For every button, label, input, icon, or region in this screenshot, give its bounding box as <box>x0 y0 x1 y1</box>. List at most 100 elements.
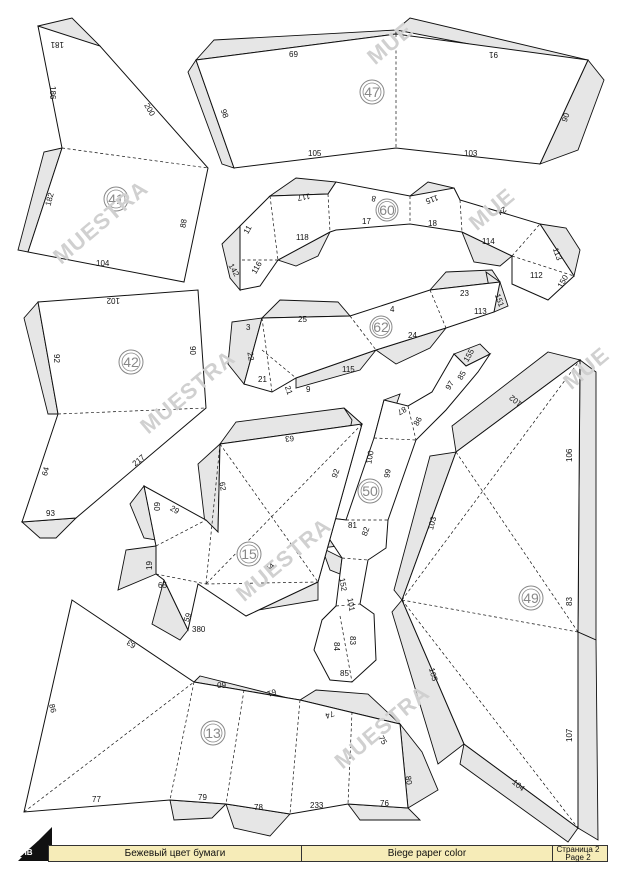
piece-42-label: 64 <box>40 465 51 476</box>
piece-47-label: 105 <box>308 149 322 158</box>
piece-15-label: 63 <box>284 434 294 444</box>
piece-47-label: 98 <box>219 108 231 120</box>
piece-50-label: 83 <box>348 636 357 645</box>
piece-60-label: 112 <box>530 271 543 280</box>
piece-50-number-badge: 50 <box>357 478 383 504</box>
paper-color-en: Biege paper color <box>387 848 467 859</box>
piece-50-label: 82 <box>360 525 372 537</box>
piece-50-label: 152 <box>337 577 348 592</box>
svg-text:60: 60 <box>379 202 395 218</box>
piece-62-label: 9 <box>306 385 311 394</box>
piece-60-number-badge: 60 <box>375 198 399 222</box>
svg-text:47: 47 <box>364 84 380 100</box>
svg-text:15: 15 <box>241 546 257 562</box>
piece-60-label: 118 <box>296 233 309 242</box>
piece-15-label: 62 <box>217 481 228 492</box>
piece-49: 102 106 103 83 105 107 104 49 <box>391 351 599 843</box>
svg-text:13: 13 <box>205 725 221 741</box>
piece-42-label: 93 <box>46 509 55 518</box>
piece-41: 181 186 200 182 88 104 41 <box>17 17 209 283</box>
piece-13-label: 61 <box>266 687 278 699</box>
paper-color-bar: Бежевый цвет бумаги Biege paper color Ст… <box>48 845 608 862</box>
piece-15-number-badge: 15 <box>236 541 262 567</box>
piece-62-label: 151 <box>493 293 506 309</box>
page-label-ru: Страница 2 <box>556 845 600 854</box>
paper-color-ru: Бежевый цвет бумаги <box>124 848 226 859</box>
svg-text:49: 49 <box>523 590 539 606</box>
piece-13-body <box>23 599 409 815</box>
piece-15-label: 60 <box>152 502 161 511</box>
footer-bar: Бежевый цвет бумаги Biege paper color Ст… <box>18 843 608 863</box>
svg-text:42: 42 <box>123 354 139 370</box>
piece-60-label: 113 <box>551 247 564 263</box>
svg-text:41: 41 <box>108 191 124 207</box>
corner-label: НВ <box>21 848 33 857</box>
piece-42-label: 102 <box>106 296 120 305</box>
piece-15-label: 59 <box>182 611 194 623</box>
piece-62-label: 25 <box>298 315 307 324</box>
piece-60-label: 8 <box>370 194 376 204</box>
corner-marker: НВ <box>18 827 52 863</box>
piece-62: 25 4 23 151 113 3 22 24 115 21 21 9 62 <box>227 269 509 397</box>
piece-62-label: 22 <box>245 351 256 362</box>
piece-47-label: 69 <box>289 49 298 58</box>
piece-50-label: 100 <box>364 449 375 464</box>
piece-62-label: 115 <box>342 365 355 374</box>
piece-49-body <box>401 359 581 829</box>
piece-41-label: 182 <box>44 191 56 207</box>
piece-62-label: 24 <box>408 331 417 340</box>
piece-41-label: 88 <box>178 218 189 229</box>
piece-47-label: 90 <box>560 111 572 123</box>
piece-49-label: 103 <box>426 515 438 531</box>
piece-60-label: 115 <box>424 193 440 206</box>
piece-50-label: 99 <box>382 468 393 479</box>
piece-13-label: 77 <box>92 795 101 804</box>
piece-41-label: 104 <box>96 259 110 268</box>
piece-62-label: 21 <box>283 385 295 397</box>
page-label-en: Page 2 <box>565 852 591 862</box>
piece-49-tab <box>577 359 597 641</box>
piece-13-label: 80 <box>403 775 414 786</box>
piece-42: 102 92 90 217 64 93 42 <box>20 289 207 539</box>
piece-15-label: 92 <box>330 467 342 479</box>
piece-13-label: 76 <box>380 799 389 808</box>
piece-15-label: 65 <box>158 581 167 590</box>
piece-49-label: 105 <box>427 667 439 683</box>
piece-50-label: 101 <box>345 597 356 612</box>
piece-13-label: 86 <box>47 703 58 714</box>
piece-62-label: 21 <box>258 375 267 384</box>
piece-60-tab <box>221 224 241 292</box>
piece-42-label: 90 <box>188 346 197 355</box>
piece-49-label: 106 <box>565 448 574 462</box>
piece-13-label: 78 <box>254 803 263 812</box>
piece-60: 117 8 115 24 11 118 17 18 114 113 142 11… <box>221 177 581 301</box>
piece-62-label: 3 <box>246 323 251 332</box>
piece-13-label: 233 <box>310 801 324 810</box>
piece-47-number-badge: 47 <box>359 79 385 105</box>
piece-15-label: 19 <box>145 561 154 570</box>
piece-49-label: 83 <box>565 597 574 606</box>
piece-62-label: 113 <box>474 307 487 316</box>
piece-60-label: 117 <box>296 191 311 202</box>
piece-15-label: 380 <box>192 625 206 634</box>
piece-50-body <box>313 352 492 683</box>
piece-42-number-badge: 42 <box>118 349 144 375</box>
piece-13-label: 74 <box>324 709 336 721</box>
piece-13-number-badge: 13 <box>200 720 226 746</box>
piece-62-label: 4 <box>390 305 395 314</box>
piece-42-label: 92 <box>52 354 61 363</box>
piece-60-label: 18 <box>428 219 437 228</box>
piece-50-label: 84 <box>332 642 341 651</box>
piece-41-label: 181 <box>50 40 64 49</box>
piece-47-label: 103 <box>464 149 478 158</box>
piece-47-label: 91 <box>489 50 498 59</box>
piece-49-tab <box>577 631 599 841</box>
svg-text:62: 62 <box>373 319 389 335</box>
piece-50: 155 85 97 87 86 100 99 81 82 152 101 83 … <box>313 343 492 683</box>
piece-13-label: 79 <box>198 793 207 802</box>
svg-text:50: 50 <box>362 483 378 499</box>
piece-60-body <box>239 181 575 301</box>
piece-50-label: 81 <box>348 521 357 530</box>
page-indicator: Страница 2 Page 2 <box>551 846 605 861</box>
